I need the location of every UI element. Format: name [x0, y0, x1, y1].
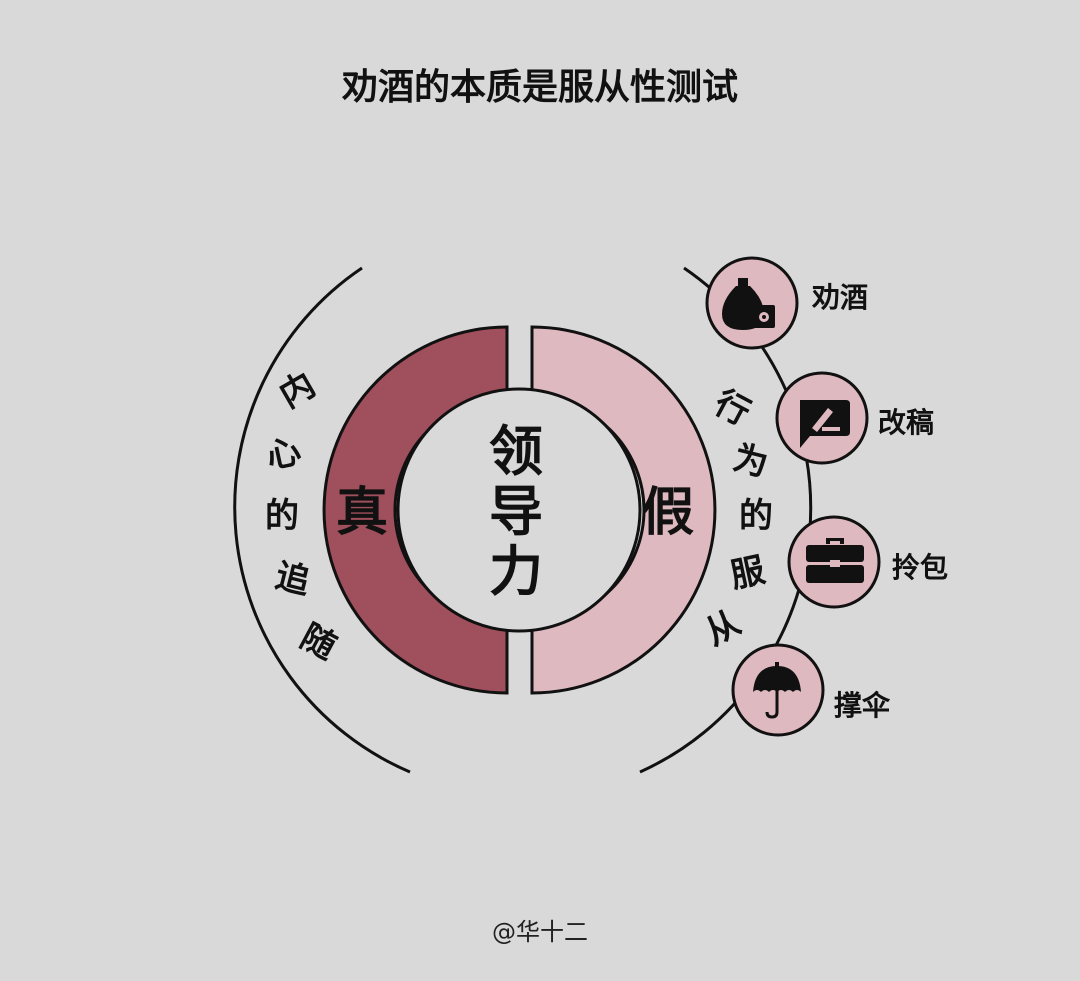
left-arc-char: 的 — [265, 496, 299, 536]
briefcase-icon — [806, 538, 864, 583]
right-arc-char: 行 — [708, 383, 757, 434]
behavior-node-revise: 改稿 — [775, 371, 934, 465]
right-arc-char: 为 — [729, 438, 772, 485]
umbrella-icon — [753, 662, 801, 719]
true-label: 真 — [336, 482, 388, 543]
center-circle — [396, 387, 642, 633]
sake-bottle-cup-icon — [722, 278, 775, 330]
left-arc-char: 随 — [294, 617, 343, 668]
right-arc-char: 服 — [727, 550, 769, 596]
behavior-label: 改稿 — [878, 406, 934, 439]
behavior-node-carry-bag: 拎包 — [787, 515, 948, 609]
right-half-ring — [530, 325, 717, 695]
center-label-3: 力 — [489, 539, 543, 603]
behavior-node-umbrella: 撑伞 — [731, 643, 891, 737]
false-label: 假 — [642, 482, 694, 543]
left-arc-char: 内 — [273, 365, 322, 417]
behavior-label: 拎包 — [892, 551, 948, 584]
edit-comment-icon — [800, 400, 850, 448]
left-outer-arc — [233, 266, 411, 774]
left-half-ring — [322, 325, 509, 695]
behavior-label: 劝酒 — [811, 281, 868, 314]
right-arc-char: 从 — [698, 603, 747, 654]
behavior-label: 撑伞 — [834, 689, 891, 722]
behavior-node-drink: 劝酒 — [705, 256, 868, 350]
right-arc-char: 的 — [739, 496, 773, 536]
center-label-1: 领 — [489, 419, 543, 483]
left-arc-char: 追 — [271, 556, 314, 603]
author-credit: @华十二 — [492, 918, 588, 946]
center-label-2: 导 — [489, 479, 543, 543]
page-title: 劝酒的本质是服从性测试 — [341, 66, 738, 108]
left-arc-char: 心 — [263, 431, 305, 477]
